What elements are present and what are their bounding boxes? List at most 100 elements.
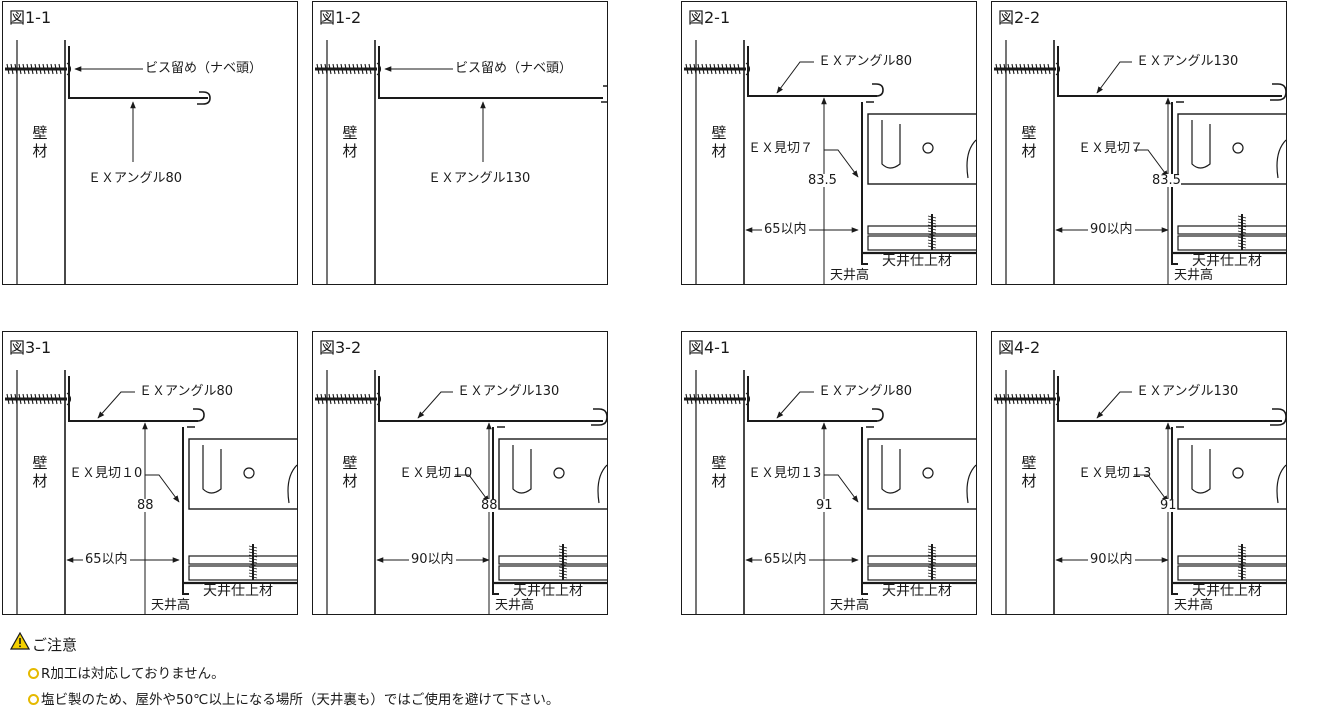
ceiling-screw-thread xyxy=(248,545,258,579)
channel-bend xyxy=(1191,445,1211,494)
height-value-label: 83.5 xyxy=(1152,173,1181,188)
angle-hook-end xyxy=(1270,83,1286,101)
ceiling-board xyxy=(867,235,976,251)
figure-drawing xyxy=(315,40,607,284)
channel-bend xyxy=(1191,120,1211,169)
ex-mikiri-label: ＥＸ見切１3 xyxy=(748,466,822,481)
ceiling-finish-label: 天井仕上材 xyxy=(1192,253,1262,269)
ceiling-board xyxy=(1177,565,1286,581)
ex-angle-profile xyxy=(68,376,198,422)
ceiling-height-label: 天井高 xyxy=(830,268,870,283)
ex-mikiri-label: ＥＸ見切１0 xyxy=(399,466,473,481)
ceiling-screw-thread xyxy=(927,545,937,579)
angle-leader xyxy=(97,391,135,419)
angle-hook-end xyxy=(870,408,884,422)
ceiling-board xyxy=(1177,235,1286,251)
screw-icon xyxy=(5,62,72,76)
ceiling-channel xyxy=(498,438,607,510)
ex-mikiri-trim xyxy=(1171,427,1178,595)
channel-bend xyxy=(881,445,901,494)
wall-material-label: 壁材 xyxy=(711,124,727,160)
ceiling-joist xyxy=(188,555,297,565)
angle-leader xyxy=(1096,391,1132,419)
angle-leader xyxy=(776,61,814,94)
ex-mikiri-trim xyxy=(182,427,189,595)
wall-material-label: 壁材 xyxy=(32,454,48,490)
ex-angle-profile xyxy=(1057,46,1282,97)
ex-angle-profile xyxy=(747,376,877,422)
notice-item-pvc-heat: 塩ビ製のため、屋外や50℃以上になる場所（天井裏も）ではご使用を避けて下さい。 xyxy=(28,688,559,708)
circle-bullet-icon xyxy=(28,668,39,679)
angle-hook-end xyxy=(197,91,211,105)
figure-title: 図4-1 xyxy=(688,338,731,357)
screw-icon xyxy=(994,392,1061,406)
ceiling-screw-thread xyxy=(1237,215,1247,249)
notice-heading: ご注意 xyxy=(9,631,78,655)
ex-mikiri-trim xyxy=(1171,102,1178,265)
figure-drawing xyxy=(315,370,607,614)
ceiling-finish-label: 天井仕上材 xyxy=(1192,583,1262,599)
ceiling-joist xyxy=(1177,225,1286,235)
wall-material-label: 壁材 xyxy=(342,454,358,490)
ex-angle-label: ＥＸアングル80 xyxy=(818,384,913,399)
height-value-label: 88 xyxy=(481,498,498,513)
mikiri-leader xyxy=(145,474,180,503)
notice-item-r-processing: R加工は対応しておりません。 xyxy=(28,662,225,682)
ceiling-joist xyxy=(867,225,976,235)
ceiling-screw-thread xyxy=(927,215,937,249)
notice-heading-text: ご注意 xyxy=(32,636,78,654)
offset-value-label: 90以内 xyxy=(1088,552,1135,567)
ex-angle-label: ＥＸアングル80 xyxy=(139,384,234,399)
mikiri-leader xyxy=(824,149,859,178)
channel-curve xyxy=(287,464,297,504)
ceiling-channel xyxy=(867,113,976,185)
height-value-label: 83.5 xyxy=(808,173,837,188)
wall-material-label: 壁材 xyxy=(1021,124,1037,160)
ceiling-screw-thread xyxy=(1237,545,1247,579)
figure-drawing xyxy=(684,40,976,284)
mikiri-leader xyxy=(1134,149,1169,178)
ceiling-joist xyxy=(1177,555,1286,565)
figure-drawing xyxy=(994,40,1286,284)
ex-angle-profile xyxy=(378,46,603,99)
figure-title: 図1-1 xyxy=(9,8,52,27)
ex-mikiri-trim xyxy=(492,427,499,595)
channel-hole-icon xyxy=(922,467,934,479)
ceiling-finish-label: 天井仕上材 xyxy=(882,583,952,599)
ceiling-board xyxy=(867,565,976,581)
figure-title: 図2-2 xyxy=(998,8,1041,27)
ceiling-height-label: 天井高 xyxy=(830,598,870,613)
ex-mikiri-label: ＥＸ見切７ xyxy=(748,141,814,156)
ex-angle-profile xyxy=(378,376,603,422)
angle-hook-end xyxy=(870,83,884,97)
channel-hole-icon xyxy=(922,142,934,154)
offset-value-label: 90以内 xyxy=(1088,222,1135,237)
mikiri-leader xyxy=(455,474,490,503)
ex-angle-label: ＥＸアングル80 xyxy=(88,171,183,186)
wall-material-label: 壁材 xyxy=(342,124,358,160)
figure-drawing xyxy=(684,370,976,614)
figure-title: 図3-2 xyxy=(319,338,362,357)
ex-mikiri-label: ＥＸ見切７ xyxy=(1078,141,1144,156)
wall-material-label: 壁材 xyxy=(32,124,48,160)
channel-bend xyxy=(202,445,222,494)
ceiling-height-label: 天井高 xyxy=(495,598,535,613)
channel-curve xyxy=(966,464,976,504)
angle-hook-end xyxy=(601,85,607,103)
ex-angle-profile xyxy=(1057,376,1282,422)
ceiling-finish-label: 天井仕上材 xyxy=(513,583,583,599)
figure-title: 図4-2 xyxy=(998,338,1041,357)
ceiling-channel xyxy=(1177,438,1286,510)
ceiling-screw-thread xyxy=(558,545,568,579)
angle-hook-end xyxy=(591,408,607,426)
ex-mikiri-label: ＥＸ見切１0 xyxy=(69,466,143,481)
wall-material-label: 壁材 xyxy=(711,454,727,490)
screw-icon xyxy=(994,62,1061,76)
ex-mikiri-trim xyxy=(861,427,868,595)
figure-drawing xyxy=(994,370,1286,614)
